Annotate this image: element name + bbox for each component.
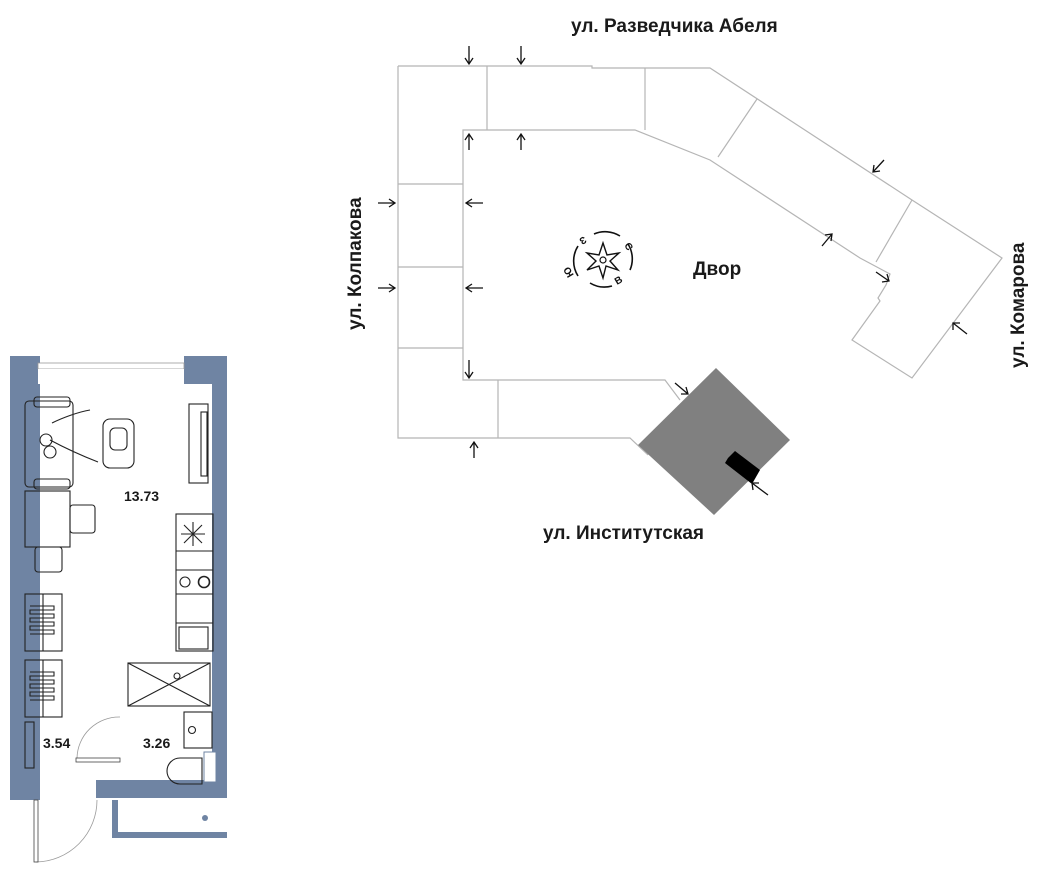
entrance-door: [35, 799, 98, 863]
street-label-south: ул. Институтская: [543, 523, 704, 544]
shower-tray: [127, 662, 211, 707]
yard-label: Двор: [693, 259, 742, 280]
highlighted-building-section[interactable]: [638, 368, 790, 515]
street-label-north: ул. Разведчика Абеля: [571, 16, 778, 37]
window: [37, 362, 185, 370]
svg-text:Ю: Ю: [562, 265, 577, 279]
room-area-hallway: 3.54: [43, 735, 71, 751]
sofa: [24, 400, 74, 488]
radiator: [24, 721, 35, 769]
entrance-arrows: [378, 46, 968, 496]
people-icon: [39, 409, 99, 463]
apartment-floor-plan: [10, 356, 227, 863]
toilet: [166, 757, 203, 785]
room-area-living: 13.73: [124, 488, 160, 504]
kitchen-counter: [175, 513, 214, 652]
svg-text:С: С: [621, 241, 634, 253]
svg-text:В: В: [613, 274, 625, 287]
bathroom-sink: [183, 711, 213, 749]
svg-text:З: З: [577, 233, 588, 246]
compass-letters: С В Ю З: [562, 233, 635, 287]
stove-burner: [179, 576, 191, 588]
entrance-marker: [725, 451, 760, 484]
armchair: [102, 418, 135, 469]
street-label-east: ул. Комарова: [1008, 242, 1029, 368]
bathroom-door: [76, 716, 121, 759]
building-outline: [397, 65, 1003, 456]
compass-rose-icon: [572, 230, 634, 288]
tv-unit: [188, 403, 209, 484]
kitchen-sink: [178, 626, 209, 650]
room-area-bathroom: 3.26: [143, 735, 171, 751]
snowflake-icon: [181, 522, 205, 546]
street-label-west: ул. Колпакова: [345, 197, 366, 330]
